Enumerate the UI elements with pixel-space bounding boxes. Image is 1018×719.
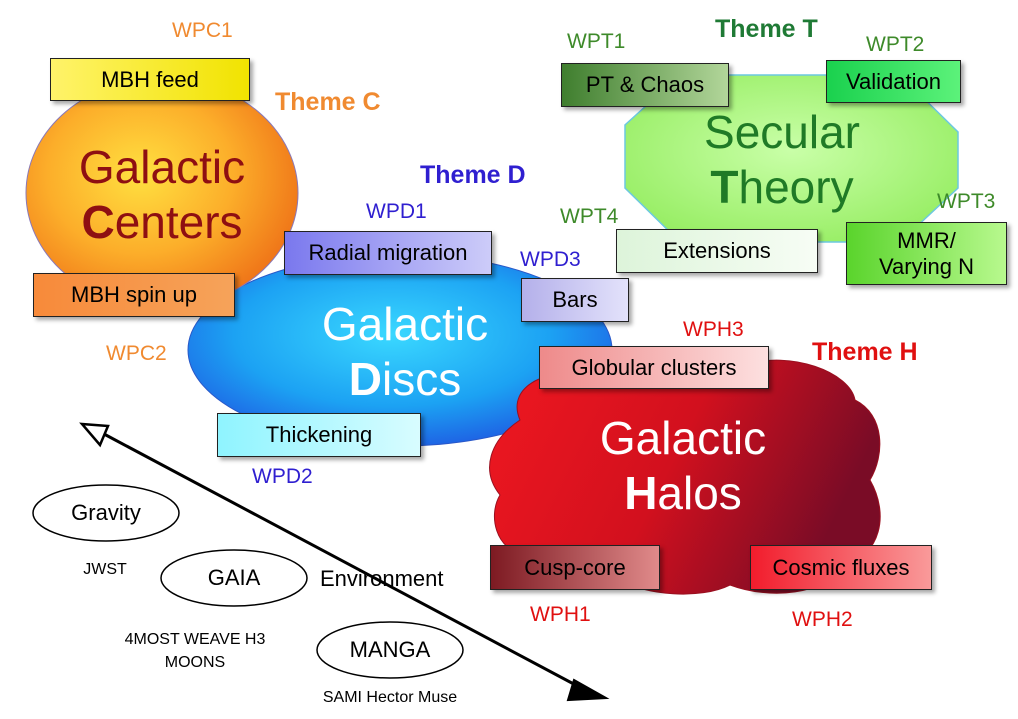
wpt2-tag: WPT2 — [866, 33, 925, 56]
wpt1-box: PT & Chaos — [561, 63, 729, 107]
wpt4-tag: WPT4 — [560, 205, 619, 228]
wpt3-box: MMR/ Varying N — [846, 222, 1007, 285]
theme-h-label: Theme H — [812, 338, 918, 366]
secular-theory-rest: heory — [738, 161, 854, 214]
theme-d-label: Theme D — [420, 161, 526, 189]
wph3-box: Globular clusters — [539, 346, 769, 389]
wpt3-label-line1: MMR/ — [897, 228, 956, 254]
galactic-centers-initial: C — [81, 196, 115, 249]
wpc2-tag: WPC2 — [106, 342, 167, 365]
galactic-halos-title-line2: Halos — [583, 466, 783, 521]
wph2-tag: WPH2 — [792, 608, 853, 631]
theme-c-label: Theme C — [275, 88, 381, 116]
gaia-label: GAIA — [207, 565, 261, 590]
wpt1-tag: WPT1 — [567, 30, 626, 53]
wpd3-box: Bars — [521, 278, 629, 322]
wpd2-tag: WPD2 — [252, 465, 313, 488]
galactic-centers-title-line1: Galactic — [78, 141, 246, 193]
wph1-box: Cusp-core — [490, 545, 660, 590]
galactic-discs-initial: D — [348, 353, 382, 406]
wpd1-tag: WPD1 — [366, 200, 427, 223]
galactic-halos-initial: H — [624, 467, 658, 520]
gravity-label: Gravity — [71, 500, 141, 525]
wpd3-tag: WPD3 — [520, 248, 581, 271]
environment-label: Environment — [320, 566, 444, 591]
survey-list-line1: 4MOST WEAVE H3 — [124, 631, 266, 648]
galactic-centers-title: Galactic Centers — [62, 140, 262, 250]
environment-arrow-tail-head — [79, 422, 110, 448]
galactic-discs-title-line2: Discs — [305, 352, 505, 407]
wpc1-box: MBH feed — [50, 58, 250, 101]
jwst-label: JWST — [83, 561, 127, 578]
secular-theory-initial: T — [710, 161, 739, 214]
secular-theory-title-line1: Secular — [704, 106, 860, 158]
wpt3-tag: WPT3 — [937, 190, 996, 213]
secular-theory-title: Secular Theory — [682, 105, 882, 215]
wph2-box: Cosmic fluxes — [750, 545, 932, 590]
environment-arrow-head — [566, 678, 610, 702]
wpc2-box: MBH spin up — [33, 273, 235, 317]
wpd2-box: Thickening — [217, 413, 421, 457]
survey-list-4most: 4MOST WEAVE H3 MOONS — [85, 628, 305, 674]
environment-arrow-line — [103, 432, 586, 692]
wph3-tag: WPH3 — [683, 318, 744, 341]
galactic-discs-rest: iscs — [382, 353, 462, 406]
wph1-tag: WPH1 — [530, 603, 591, 626]
galactic-halos-rest: alos — [657, 467, 742, 520]
gaia-ellipse — [160, 549, 308, 607]
gravity-ellipse — [32, 484, 180, 542]
wpt3-label-line2: Varying N — [879, 253, 974, 279]
galactic-halos-title-line1: Galactic — [599, 412, 767, 464]
survey-list-line2: MOONS — [164, 654, 226, 672]
manga-ellipse — [316, 621, 464, 679]
wpt4-box: Extensions — [616, 229, 818, 273]
secular-theory-title-line2: Theory — [682, 160, 882, 215]
wpc1-tag: WPC1 — [172, 19, 233, 42]
wpd1-box: Radial migration — [284, 231, 492, 275]
manga-label: MANGA — [349, 637, 431, 662]
theme-t-label: Theme T — [715, 15, 818, 43]
galactic-centers-rest: enters — [114, 196, 243, 249]
wpt2-box: Validation — [826, 60, 961, 103]
sami-label: SAMI Hector Muse — [322, 689, 458, 706]
galactic-discs-title: Galactic Discs — [305, 297, 505, 407]
galactic-centers-title-line2: Centers — [62, 195, 262, 250]
galactic-halos-title: Galactic Halos — [583, 411, 783, 521]
galactic-discs-title-line1: Galactic — [321, 298, 489, 350]
